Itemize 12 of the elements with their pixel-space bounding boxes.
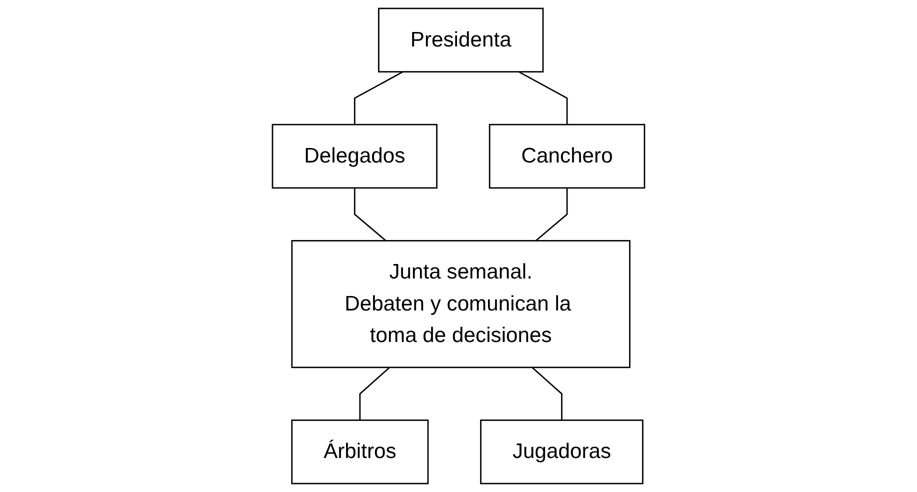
connector — [532, 366, 562, 420]
node-box: Jugadoras — [480, 420, 644, 484]
connector — [535, 188, 568, 242]
node-box: Presidenta — [378, 8, 544, 72]
connector — [354, 71, 404, 125]
connector — [359, 366, 390, 420]
connector — [354, 188, 386, 242]
node-box: Junta semanal. Debaten y comunican la toma de decisiones — [291, 240, 630, 368]
node-box: Árbitros — [291, 420, 429, 484]
connector — [518, 71, 568, 125]
node-box: Delegados — [272, 124, 438, 189]
node-box: Canchero — [488, 124, 646, 189]
